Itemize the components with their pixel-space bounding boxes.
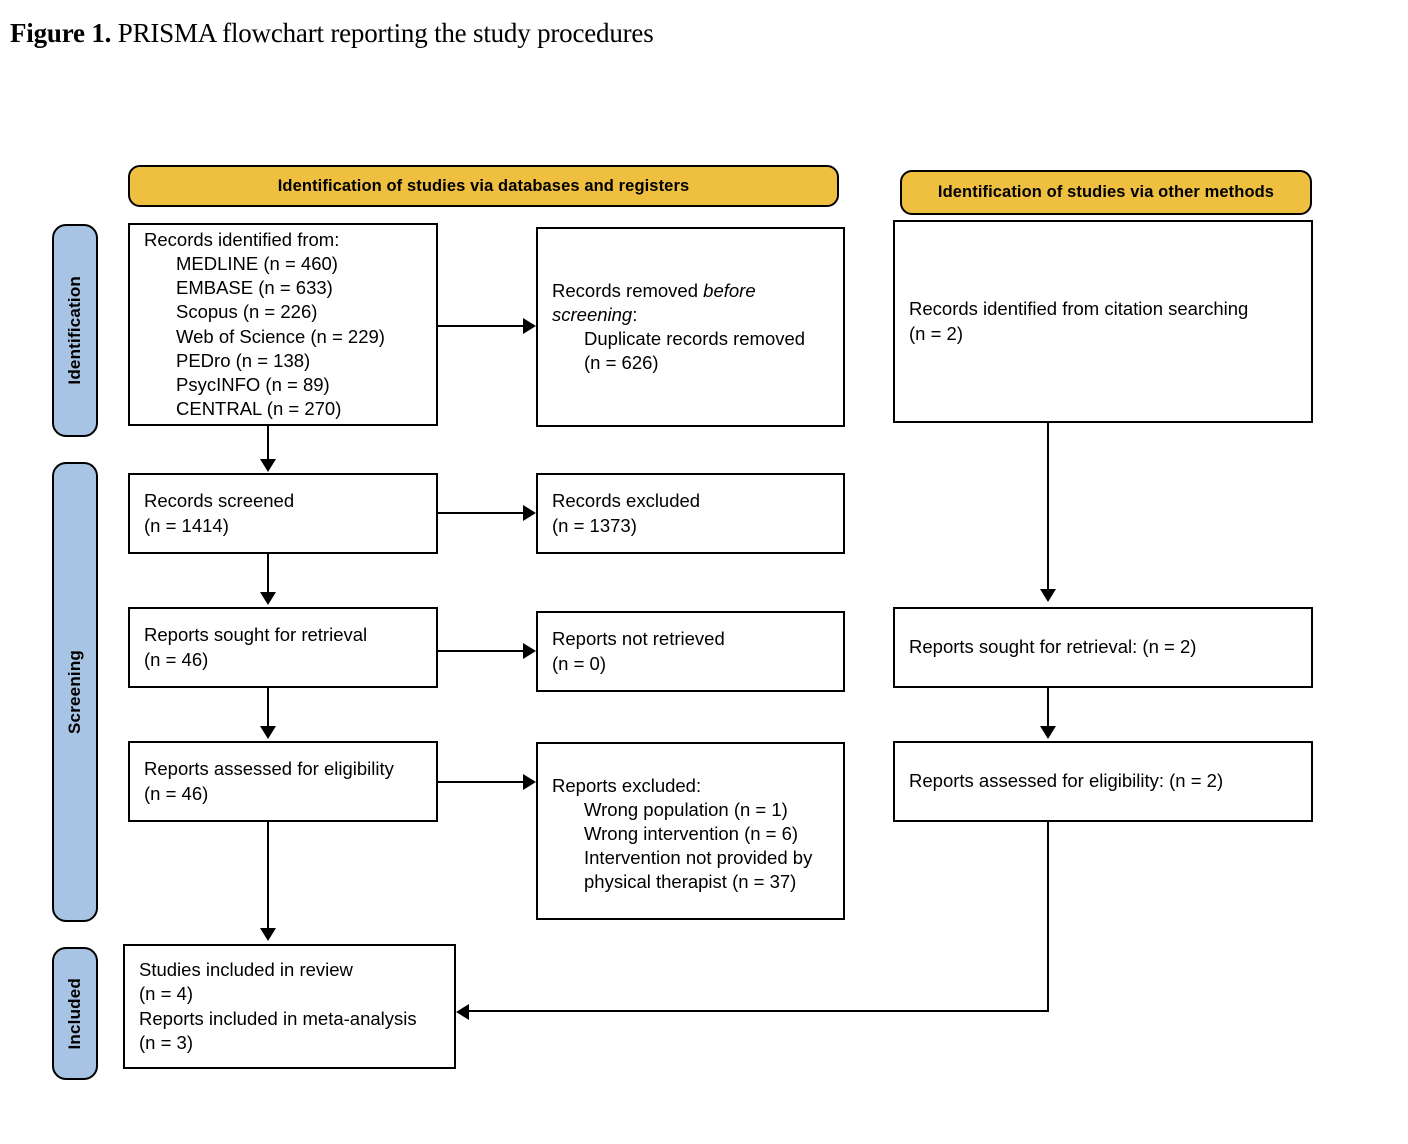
reports-not-retrieved-count: (n = 0) <box>552 652 606 674</box>
arrow-sought-to-not-retrieved <box>523 643 536 659</box>
records-excluded-title: Records excluded <box>552 490 701 512</box>
other-reports-sought-title: Reports sought for retrieval: (n = 2) <box>909 636 1197 658</box>
citation-searching-title: Records identified from citation searchi… <box>909 298 1249 320</box>
stage-bar-identification: Identification <box>52 224 98 437</box>
connector-assessed-to-included <box>267 822 269 929</box>
records-removed-title-em2: screening <box>552 303 633 325</box>
section-header-databases: Identification of studies via databases … <box>128 165 839 207</box>
box-other-reports-assessed: Reports assessed for eligibility: (n = 2… <box>893 741 1313 822</box>
box-citation-searching: Records identified from citation searchi… <box>893 220 1313 423</box>
reports-excluded-title: Reports excluded: <box>552 775 702 796</box>
other-reports-assessed-title: Reports assessed for eligibility: (n = 2… <box>909 770 1224 792</box>
arrow-other-sought-to-assessed <box>1040 726 1056 739</box>
records-removed-title-pre: Records removed <box>552 279 704 301</box>
records-identified-source: Scopus (n = 226) <box>176 301 318 323</box>
box-reports-excluded: Reports excluded: Wrong population (n = … <box>536 742 845 920</box>
records-identified-source: Web of Science (n = 229) <box>176 325 385 347</box>
records-excluded-count: (n = 1373) <box>552 514 637 536</box>
figure-label: Figure 1. <box>10 18 112 48</box>
records-removed-title-post: : <box>632 303 638 325</box>
stage-label-included: Included <box>65 977 84 1050</box>
reports-assessed-count: (n = 46) <box>144 782 209 804</box>
reports-assessed-title: Reports assessed for eligibility <box>144 758 394 780</box>
box-records-removed: Records removed before screening: Duplic… <box>536 227 845 427</box>
stage-bar-included: Included <box>52 947 98 1080</box>
records-identified-source: MEDLINE (n = 460) <box>176 253 338 275</box>
arrow-screened-to-excluded <box>523 505 536 521</box>
studies-included-line2: (n = 4) <box>139 983 193 1005</box>
records-screened-count: (n = 1414) <box>144 514 229 536</box>
connector-screened-to-sought <box>267 554 269 593</box>
connector-screened-to-excluded <box>438 512 523 514</box>
box-records-identified: Records identified from: MEDLINE (n = 46… <box>128 223 438 426</box>
reports-excluded-reason: Wrong population (n = 1) <box>584 799 788 821</box>
arrow-assessed-to-excluded <box>523 774 536 790</box>
arrow-other-assessed-to-included <box>456 1004 469 1020</box>
records-removed-title: Records removed before <box>552 279 829 303</box>
connector-citation-to-other-sought <box>1047 423 1049 590</box>
records-identified-source: PsycINFO (n = 89) <box>176 373 330 395</box>
reports-not-retrieved-title: Reports not retrieved <box>552 628 725 650</box>
stage-label-screening: Screening <box>65 650 84 734</box>
records-identified-source: CENTRAL (n = 270) <box>176 397 342 419</box>
connector-sought-to-assessed <box>267 688 269 727</box>
records-identified-source: PEDro (n = 138) <box>176 349 311 371</box>
connector-sought-to-not-retrieved <box>438 650 523 652</box>
section-header-other-methods: Identification of studies via other meth… <box>900 170 1312 215</box>
connector-assessed-to-excluded <box>438 781 523 783</box>
connector-other-assessed-down <box>1047 822 1049 1011</box>
records-removed-title-em1: before <box>703 279 756 301</box>
records-identified-title: Records identified from: <box>144 229 340 251</box>
reports-sought-title: Reports sought for retrieval <box>144 624 368 646</box>
reports-excluded-reason: Wrong intervention (n = 6) <box>584 823 799 845</box>
stage-label-identification: Identification <box>65 276 84 385</box>
studies-included-line1: Studies included in review <box>139 959 353 981</box>
stage-bar-screening: Screening <box>52 462 98 922</box>
box-studies-included: Studies included in review (n = 4) Repor… <box>123 944 456 1069</box>
records-removed-count: (n = 626) <box>584 352 659 374</box>
reports-excluded-reason: physical therapist (n = 37) <box>584 871 797 893</box>
figure-caption-text: PRISMA flowchart reporting the study pro… <box>111 18 654 48</box>
box-reports-sought: Reports sought for retrieval (n = 46) <box>128 607 438 688</box>
arrow-assessed-to-included <box>260 928 276 941</box>
box-records-excluded: Records excluded (n = 1373) <box>536 473 845 554</box>
records-removed-item: Duplicate records removed <box>584 328 806 349</box>
box-other-reports-sought: Reports sought for retrieval: (n = 2) <box>893 607 1313 688</box>
reports-sought-count: (n = 46) <box>144 648 209 670</box>
connector-other-sought-to-assessed <box>1047 688 1049 727</box>
records-removed-title2: screening: <box>552 303 829 327</box>
figure-caption: Figure 1. PRISMA flowchart reporting the… <box>10 18 654 49</box>
connector-other-assessed-to-included <box>469 1010 1049 1012</box>
arrow-identified-to-removed <box>523 318 536 334</box>
connector-identified-to-screened <box>267 426 269 461</box>
box-reports-not-retrieved: Reports not retrieved (n = 0) <box>536 611 845 692</box>
records-screened-title: Records screened <box>144 490 295 512</box>
arrow-sought-to-assessed <box>260 726 276 739</box>
records-identified-source: EMBASE (n = 633) <box>176 277 333 299</box>
arrow-citation-to-other-sought <box>1040 589 1056 602</box>
reports-excluded-reason: Intervention not provided by <box>584 847 813 869</box>
connector-identified-to-removed <box>438 325 523 327</box>
box-reports-assessed: Reports assessed for eligibility (n = 46… <box>128 741 438 822</box>
studies-included-line3: Reports included in meta-analysis <box>139 1007 417 1029</box>
arrow-identified-to-screened <box>260 459 276 472</box>
studies-included-line4: (n = 3) <box>139 1031 193 1053</box>
box-records-screened: Records screened (n = 1414) <box>128 473 438 554</box>
citation-searching-count: (n = 2) <box>909 322 963 344</box>
arrow-screened-to-sought <box>260 592 276 605</box>
